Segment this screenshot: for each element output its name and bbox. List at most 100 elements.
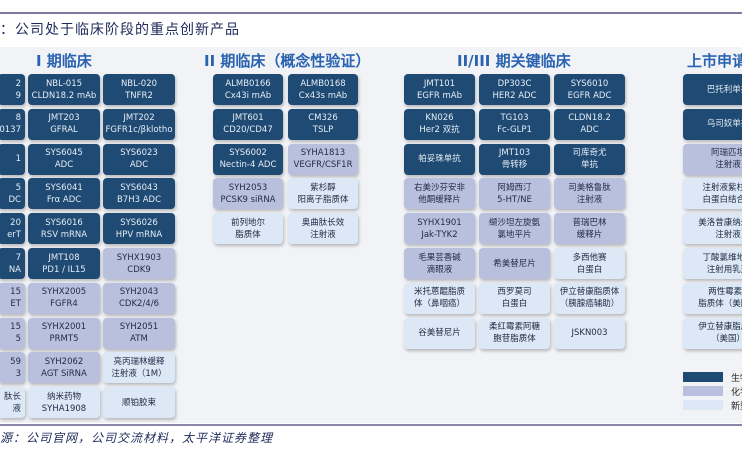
- pipeline-item-line: GFRAL: [50, 125, 78, 136]
- pipeline-item-line: Frα ADC: [46, 194, 82, 205]
- pipeline-item-line: （美国）: [710, 334, 742, 345]
- pipeline-item-line: 滴眼液: [426, 264, 453, 275]
- pipeline-item-line: 5-HT/NE: [497, 194, 532, 205]
- section-heading-nda: 上市申请: [687, 52, 742, 70]
- pipeline-item-line: SYS6023: [120, 148, 158, 159]
- pipeline-item-line: HPV mRNA: [115, 229, 163, 240]
- pipeline-item-line: Fc-GLP1: [497, 125, 532, 136]
- pipeline-item: 肽长液: [0, 387, 25, 419]
- pipeline-item-line: TG103: [500, 113, 529, 124]
- pipeline-item: 司美格鲁肽注射液: [554, 178, 625, 210]
- pipeline-item-line: 注射用乳剂: [706, 264, 742, 275]
- pipeline-item: 注射液紫杉醇白蛋白结合型: [683, 178, 742, 210]
- pipeline-item: 多西他赛白蛋白: [554, 248, 625, 279]
- pipeline-item-line: 胞苷脂质体: [493, 334, 536, 345]
- pipeline-item-line: HER2 ADC: [492, 90, 537, 101]
- pipeline-item-line: 15: [10, 287, 21, 298]
- pipeline-item-line: （胰腺癌辅助）: [559, 299, 620, 310]
- pipeline-item-line: erT: [7, 229, 21, 240]
- pipeline-item-line: 缬沙坦左旋氨: [488, 217, 540, 228]
- pipeline-item-line: 注射液: [715, 229, 741, 240]
- section-heading-phase3: II/III 期关键临床: [457, 52, 571, 70]
- pipeline-item-line: 肽长: [3, 391, 21, 402]
- pipeline-item-line: SYHX1903: [116, 252, 162, 263]
- pipeline-item-line: ADC: [129, 160, 149, 171]
- pipeline-item-line: JMT601: [232, 113, 264, 124]
- pipeline-item-line: PCSK9 siRNA: [220, 194, 276, 205]
- pipeline-item-line: 紫杉醇: [310, 182, 336, 193]
- pipeline-item: 缬沙坦左旋氨氯地平片: [479, 213, 550, 245]
- pipeline-item-line: 白蛋白: [501, 299, 528, 310]
- pipeline-item-line: CLDN18.2 mAb: [31, 90, 97, 101]
- pipeline-item-line: 谷美替尼片: [418, 328, 461, 339]
- pipeline-item-line: SYS6043: [120, 182, 158, 193]
- pipeline-item-line: 阳离子脂质体: [297, 194, 349, 205]
- pipeline-item-line: B7H3 ADC: [116, 194, 162, 205]
- pipeline-item-line: SYHX2001: [41, 322, 87, 333]
- pipeline-item-line: JMT101: [423, 78, 456, 89]
- pipeline-item: 帕妥珠单抗: [404, 143, 475, 175]
- pipeline-item-line: CM326: [308, 113, 338, 124]
- pipeline-item-line: EGFR ADC: [567, 90, 612, 101]
- pipeline-item-line: 注射液: [310, 229, 336, 240]
- pipeline-item-line: NA: [8, 264, 21, 275]
- figure-title: ：公司处于临床阶段的重点创新产品: [0, 22, 240, 38]
- pipeline-item-line: 20: [10, 217, 21, 228]
- legend-swatch-chemical: [683, 386, 723, 396]
- pipeline-item-line: JSKN003: [571, 328, 608, 339]
- pipeline-item-line: 体（鼻咽癌）: [413, 299, 465, 310]
- pipeline-item-line: 白蛋白结合型: [702, 194, 742, 205]
- pipeline-item: 丁酸氯维地平注射用乳剂: [683, 248, 742, 279]
- pipeline-item-line: AGT SiRNA: [41, 368, 87, 379]
- pipeline-item-line: VEGFR/CSF1R: [293, 160, 353, 171]
- legend-label-chemical: 化学药: [731, 388, 742, 398]
- pipeline-item-line: 注射液: [715, 160, 741, 171]
- pipeline-item-line: FGFR4: [50, 299, 78, 310]
- pipeline-item-line: 乌司奴单抗: [706, 119, 742, 130]
- pipeline-item-line: NBL-020: [120, 78, 158, 89]
- pipeline-item-line: 注射液紫杉醇: [702, 182, 742, 193]
- pipeline-item-line: ALMB0168: [300, 78, 346, 89]
- pipeline-item-line: DC: [8, 194, 21, 205]
- pipeline-item-line: ET: [10, 299, 21, 310]
- pipeline-item-line: JMT202: [123, 113, 155, 124]
- pipeline-item-line: 毛果芸香碱: [418, 252, 461, 263]
- pipeline-item-line: 脂质体（美国）: [698, 299, 742, 310]
- pipeline-item-line: SYH2043: [119, 287, 159, 298]
- pipeline-item-line: 注射液（1M）: [111, 368, 167, 379]
- pipeline-item-line: 前列地尔: [230, 217, 265, 228]
- pipeline-item-line: SYS6041: [45, 182, 83, 193]
- pipeline-item-line: TNFR2: [125, 90, 153, 101]
- pipeline-item: 谷美替尼片: [404, 317, 475, 349]
- pipeline-item-line: 米托蒽醌脂质: [413, 287, 465, 298]
- pipeline-item-line: 氯地平片: [497, 229, 532, 240]
- pipeline-item-line: 7: [15, 252, 21, 263]
- pipeline-item-line: SYS6010: [570, 78, 609, 89]
- pipeline-item: 伊立替康脂质体（胰腺癌辅助）: [554, 282, 625, 314]
- pipeline-item-line: 5: [15, 334, 21, 345]
- pipeline-item: 西罗莫司白蛋白: [479, 282, 550, 314]
- pipeline-item-line: 右美沙芬安非: [413, 182, 465, 193]
- pipeline-item-line: KN026: [425, 113, 454, 124]
- pipeline-item: 伊立替康脂质体（美国）: [683, 317, 742, 349]
- pipeline-item-line: PRMT5: [49, 334, 79, 345]
- pipeline-item-line: SYH2051: [119, 322, 159, 333]
